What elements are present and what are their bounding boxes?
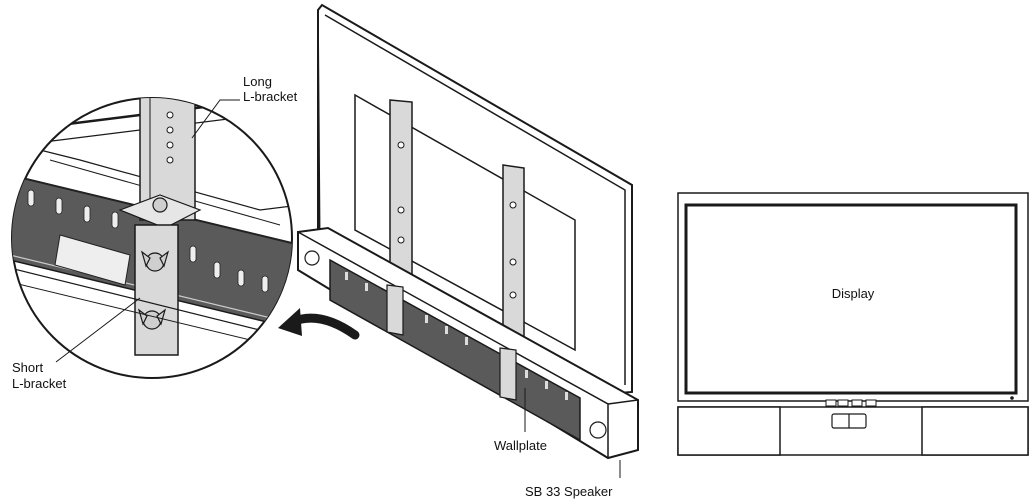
- label-long-l-bracket-line2: L-bracket: [243, 89, 298, 104]
- long-l-bracket-detail: [139, 98, 196, 221]
- label-short-l-bracket-line2: L-bracket: [12, 376, 67, 391]
- label-sb33-speaker: SB 33 Speaker: [525, 484, 613, 499]
- label-display: Display: [832, 286, 875, 301]
- short-l-bracket-detail: [134, 224, 179, 356]
- label-short-l-bracket-line1: Short: [12, 360, 43, 375]
- front-view-assembly: [677, 192, 1029, 456]
- label-long-l-bracket-line1: Long: [243, 74, 272, 89]
- curved-arrow-icon: [278, 308, 360, 340]
- zoom-detail-circle: [11, 97, 293, 379]
- label-wallplate: Wallplate: [494, 438, 547, 453]
- tv-back-assembly: [297, 3, 639, 478]
- display-screen: [684, 203, 1018, 395]
